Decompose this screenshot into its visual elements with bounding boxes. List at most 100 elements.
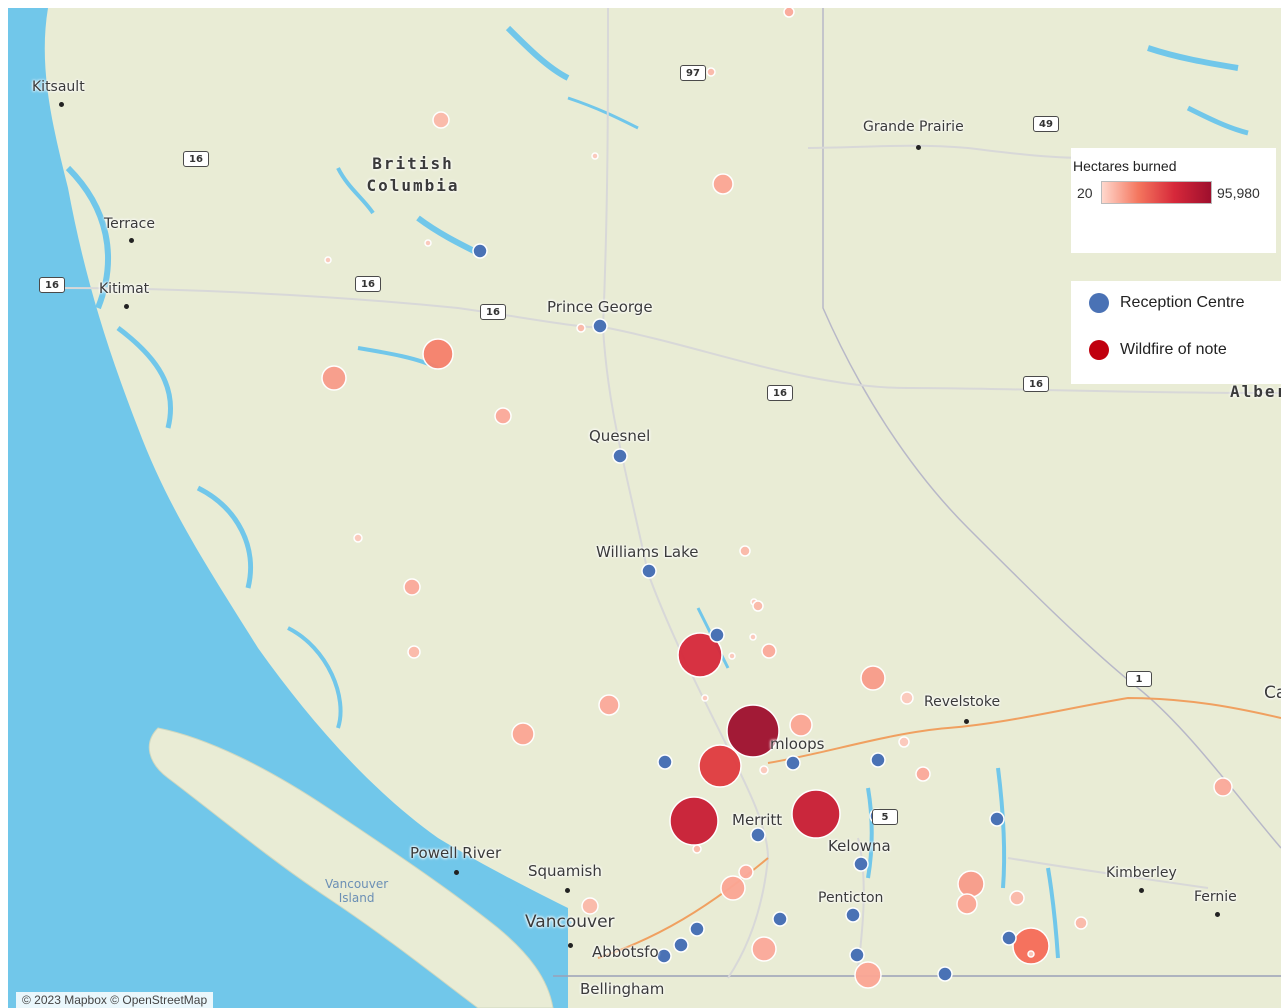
reception-centre-marker[interactable] (853, 856, 869, 872)
map-attribution[interactable]: © 2023 Mapbox © OpenStreetMap (16, 992, 214, 1008)
place-label-penticton: Penticton (818, 890, 884, 906)
wildfire-marker[interactable] (353, 533, 363, 543)
wildfire-marker[interactable] (494, 407, 512, 425)
wildfire-marker[interactable] (900, 691, 914, 705)
highway-shield-16: 16 (767, 385, 793, 401)
wildfire-marker[interactable] (957, 870, 985, 898)
reception-centre-marker[interactable] (870, 752, 886, 768)
wildfire-marker[interactable] (860, 665, 886, 691)
place-label-vancouver: Vancouver (525, 912, 615, 932)
wildfire-marker[interactable] (712, 173, 734, 195)
legend-label-reception: Reception Centre (1120, 294, 1245, 311)
place-dot-terrace (129, 238, 134, 243)
place-label-prince-george: Prince George (547, 298, 653, 316)
reception-centre-marker[interactable] (673, 937, 689, 953)
wildfire-marker[interactable] (1074, 916, 1088, 930)
reception-centre-marker[interactable] (772, 911, 788, 927)
reception-centre-marker[interactable] (657, 754, 673, 770)
wildfire-marker[interactable] (1009, 890, 1025, 906)
reception-centre-marker[interactable] (641, 563, 657, 579)
wildfire-marker[interactable] (738, 864, 754, 880)
reception-centre-marker[interactable] (1001, 930, 1017, 946)
wildfire-marker[interactable] (761, 643, 777, 659)
legend-label-wildfire: Wildfire of note (1120, 341, 1227, 358)
place-label-revelstoke: Revelstoke (924, 694, 1001, 710)
reception-centre-marker[interactable] (845, 907, 861, 923)
place-label-calgary: Ca (1264, 683, 1281, 703)
wildfire-marker[interactable] (898, 736, 910, 748)
place-label-merritt: Merritt (732, 811, 783, 829)
pacific-ocean (8, 8, 568, 1008)
markers-layer (321, 8, 1233, 989)
wildfire-marker[interactable] (598, 694, 620, 716)
wildfire-marker[interactable] (751, 936, 777, 962)
wildfire-marker[interactable] (591, 152, 599, 160)
reception-centre-marker[interactable] (612, 448, 628, 464)
wildfire-marker[interactable] (321, 365, 347, 391)
wildfire-marker[interactable] (432, 111, 450, 129)
wildfire-marker[interactable] (759, 765, 769, 775)
wildfire-marker[interactable] (324, 256, 332, 264)
wildfire-marker[interactable] (726, 704, 780, 758)
place-label-grande-prairie: Grande Prairie (863, 119, 964, 135)
place-dot-vancouver (568, 943, 573, 948)
reception-centre-marker[interactable] (709, 627, 725, 643)
region-label-alberta: Alber (1230, 382, 1281, 401)
place-label-kamloops: mloops (770, 735, 825, 753)
wildfire-marker[interactable] (1027, 950, 1035, 958)
wildfire-marker[interactable] (581, 897, 599, 915)
wildfire-marker[interactable] (1213, 777, 1233, 797)
wildfire-marker[interactable] (956, 893, 978, 915)
reception-centre-marker[interactable] (592, 318, 608, 334)
wildfire-marker[interactable] (720, 875, 746, 901)
place-label-fernie: Fernie (1194, 889, 1237, 905)
wildfire-marker[interactable] (749, 633, 757, 641)
place-label-squamish: Squamish (528, 862, 602, 880)
reception-centre-marker[interactable] (937, 966, 953, 982)
reception-centre-marker[interactable] (656, 948, 672, 964)
reception-centre-marker[interactable] (750, 827, 766, 843)
wildfire-marker[interactable] (422, 338, 454, 370)
place-dot-grande-prairie (916, 145, 921, 150)
legend-item-reception-centre[interactable]: Reception Centre (1089, 293, 1245, 313)
reception-centre-marker[interactable] (472, 243, 488, 259)
reception-centre-marker[interactable] (989, 811, 1005, 827)
place-dot-kitimat (124, 304, 129, 309)
wildfire-marker[interactable] (407, 645, 421, 659)
wildfire-marker[interactable] (783, 8, 795, 18)
wildfire-marker[interactable] (511, 722, 535, 746)
wildfire-marker[interactable] (677, 632, 723, 678)
wildfire-marker[interactable] (706, 67, 716, 77)
highway-shield-16: 16 (480, 304, 506, 320)
wildfire-marker[interactable] (698, 744, 742, 788)
bc-alberta-border (822, 8, 1281, 849)
place-dot-fernie (1215, 912, 1220, 917)
wildfire-marker[interactable] (739, 545, 751, 557)
legend-max-value: 95,980 (1217, 185, 1260, 201)
reception-centre-marker[interactable] (849, 947, 865, 963)
wildfire-marker[interactable] (576, 323, 586, 333)
basemap (8, 8, 1281, 1008)
wildfire-marker[interactable] (692, 844, 702, 854)
place-label-kitimat: Kitimat (99, 281, 150, 297)
wildfire-marker[interactable] (728, 652, 736, 660)
wildfire-marker[interactable] (701, 694, 709, 702)
wildfire-marker[interactable] (424, 239, 432, 247)
place-label-kitsault: Kitsault (32, 79, 85, 95)
legend-item-wildfire[interactable]: Wildfire of note (1089, 340, 1227, 360)
wildfire-marker[interactable] (669, 796, 719, 846)
legend-color-ramp (1101, 181, 1212, 204)
reception-centre-marker[interactable] (785, 755, 801, 771)
wildfire-marker[interactable] (791, 789, 841, 839)
reception-centre-marker[interactable] (689, 921, 705, 937)
wildfire-marker[interactable] (854, 961, 882, 989)
highway-shield-16: 16 (355, 276, 381, 292)
wildfire-marker[interactable] (915, 766, 931, 782)
wildfire-marker[interactable] (1012, 927, 1050, 965)
highway-shield-5: 5 (872, 809, 898, 825)
wildfire-marker[interactable] (789, 713, 813, 737)
wildfire-marker[interactable] (752, 600, 764, 612)
wildfire-marker[interactable] (403, 578, 421, 596)
